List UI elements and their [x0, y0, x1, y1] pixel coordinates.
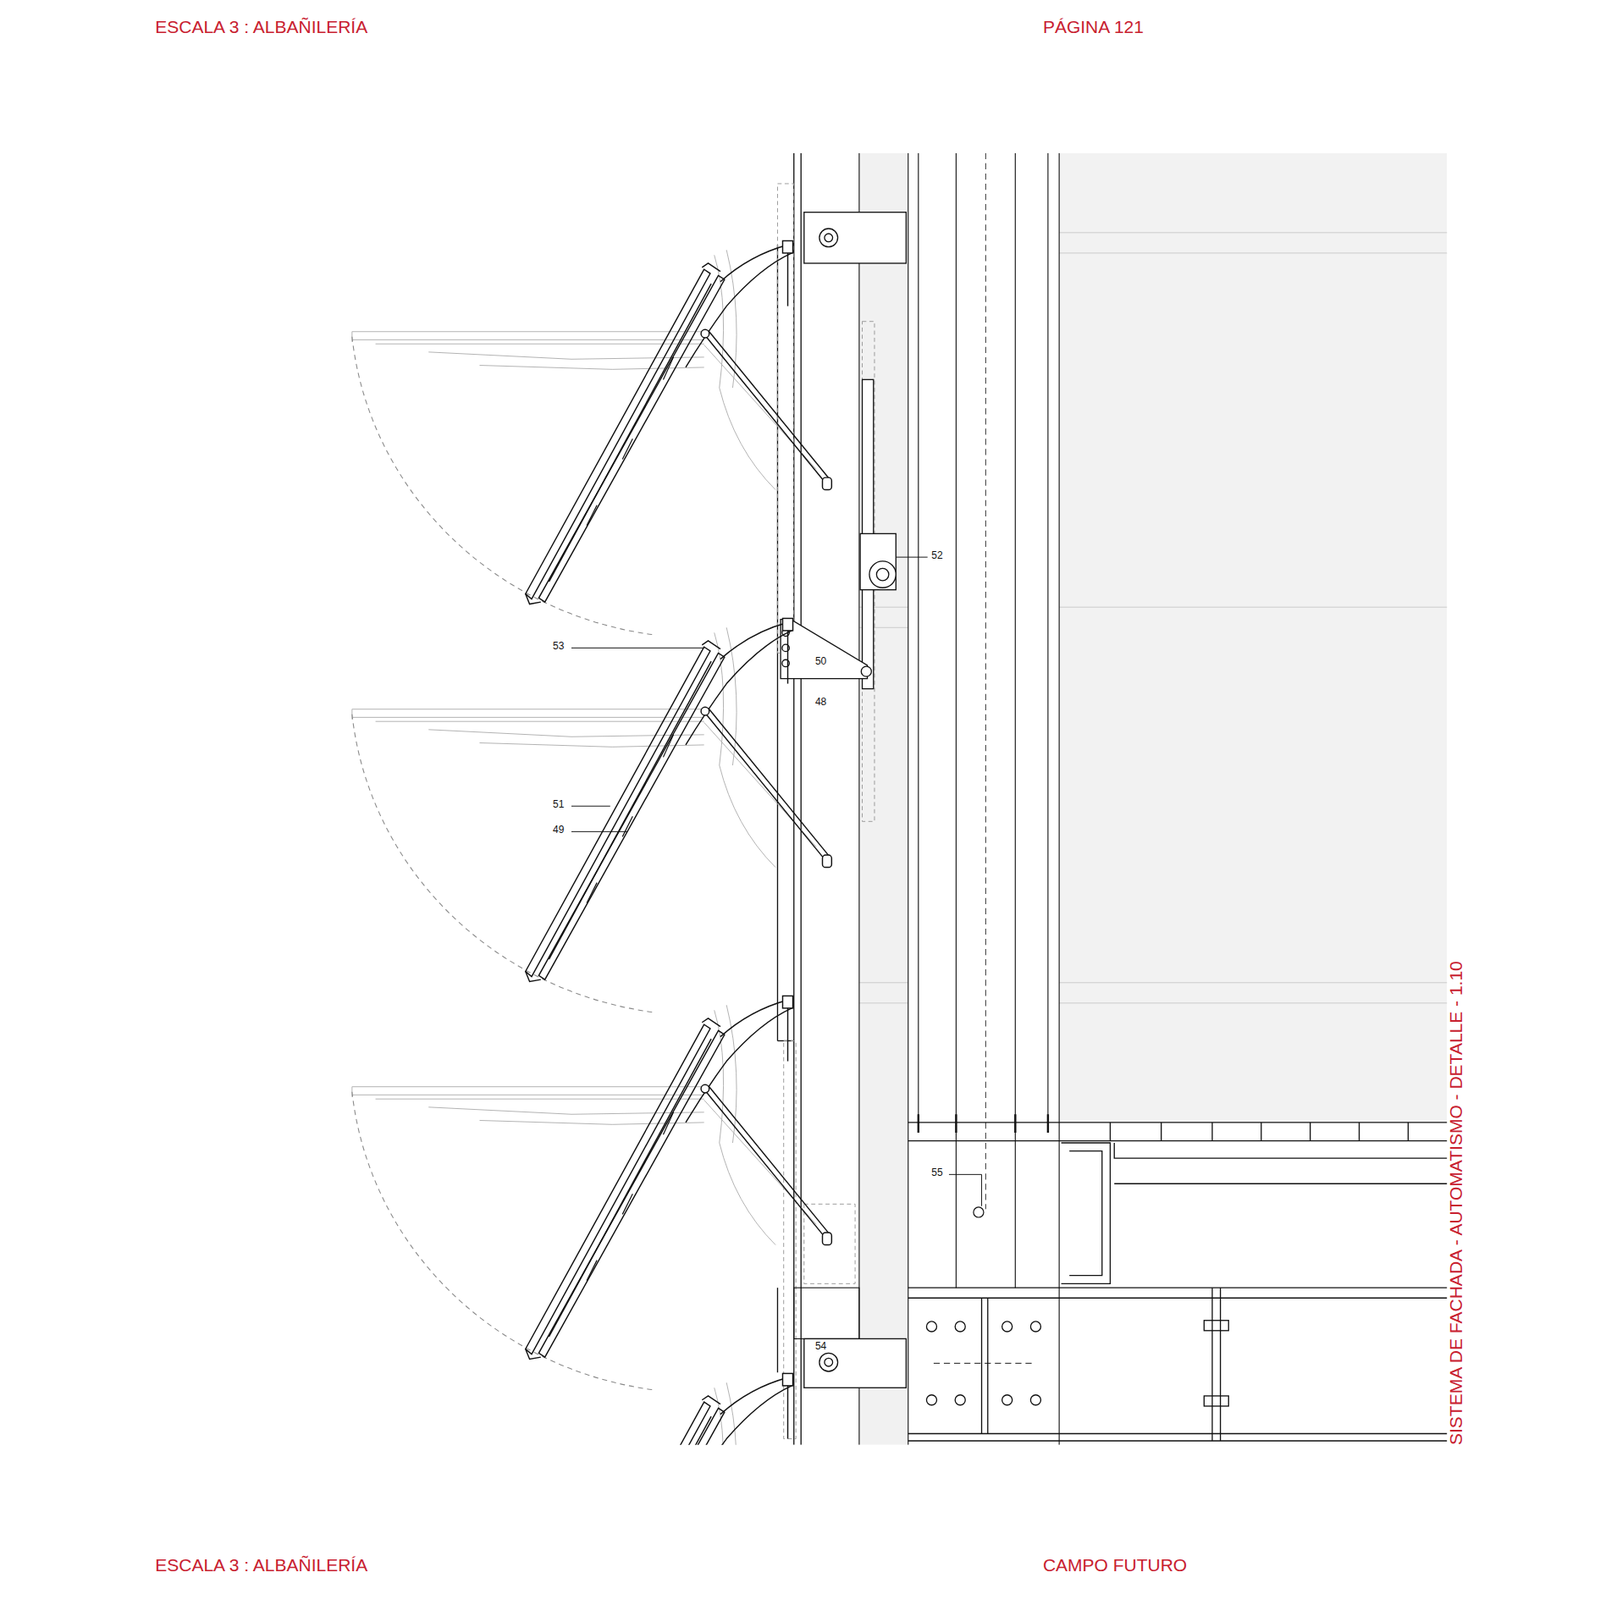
drawing-rect — [804, 212, 907, 264]
drawing-circle — [824, 233, 834, 243]
drawing-circle — [869, 561, 896, 588]
drawing-use — [352, 1373, 833, 1445]
callout-number: 50 — [814, 656, 828, 668]
drawing-line — [917, 153, 919, 1123]
drawing-line — [1059, 252, 1447, 254]
drawing-rect — [859, 153, 909, 1446]
drawing-rect — [1203, 1320, 1229, 1331]
drawing-path — [1061, 1142, 1111, 1284]
drawing-line — [948, 1174, 983, 1176]
drawing-rect — [1059, 153, 1447, 1123]
drawing-circle — [1030, 1395, 1041, 1406]
drawing-line — [908, 1286, 1447, 1288]
drawing-line — [777, 1287, 778, 1373]
drawing-rect — [794, 1287, 860, 1339]
drawing-g — [908, 1114, 1447, 1441]
drawing-line — [1059, 231, 1447, 233]
drawing-g — [571, 557, 983, 1207]
drawing-line — [933, 1362, 1037, 1364]
drawing-g — [859, 153, 1060, 1446]
drawing-circle — [819, 1352, 839, 1372]
drawing-g — [859, 232, 1447, 1004]
drawing-line — [571, 647, 705, 649]
drawing-line — [908, 1297, 1447, 1299]
callout-number: 55 — [930, 1167, 944, 1180]
drawing-line — [1059, 1002, 1447, 1004]
drawing-g — [777, 153, 801, 1446]
drawing-circle — [1002, 1321, 1013, 1332]
callout-number: 54 — [814, 1340, 828, 1353]
drawing-line — [908, 1433, 1447, 1435]
drawing-line — [777, 244, 778, 1041]
drawing-g — [780, 379, 896, 689]
drawing-circle — [819, 228, 839, 248]
drawing-line — [985, 153, 987, 1210]
drawing-line — [1047, 153, 1049, 1123]
drawing-circle — [860, 666, 872, 677]
drawing-line — [907, 153, 909, 1446]
header-text: PÁGINA 121 — [1042, 16, 1144, 38]
drawing-circle — [926, 1395, 937, 1406]
callout-number: 48 — [814, 696, 828, 709]
drawing-g — [352, 153, 1447, 1446]
drawing-rect — [1203, 1395, 1229, 1407]
drawing-circle — [973, 1207, 984, 1218]
drawing-circle — [954, 1395, 966, 1406]
drawing-line — [987, 1297, 988, 1434]
drawing-circle — [1002, 1395, 1013, 1406]
drawing-line — [981, 1297, 983, 1434]
drawing-line — [1059, 606, 1447, 608]
drawing-use — [352, 240, 833, 635]
drawing-circle — [926, 1321, 937, 1332]
header-text: ESCALA 3 : ALBAÑILERÍA — [154, 16, 368, 38]
drawing-line — [800, 153, 802, 1446]
drawing-line — [908, 1121, 1447, 1123]
drawing-line — [571, 831, 628, 833]
drawing-line — [895, 557, 927, 558]
drawing-circle — [824, 1357, 834, 1367]
drawing-use — [352, 995, 833, 1390]
drawing-line — [858, 153, 860, 1446]
drawing-line — [859, 982, 909, 983]
drawing-path — [918, 1114, 1049, 1133]
footer-text: CAMPO FUTURO — [1042, 1555, 1187, 1576]
drawing-line — [1059, 982, 1447, 983]
drawing-line — [1059, 153, 1060, 1446]
drawing-line — [571, 805, 611, 807]
drawing-circle — [876, 568, 889, 580]
callout-number: 49 — [551, 824, 565, 837]
callout-number: 53 — [551, 640, 565, 653]
drawing-rect — [804, 1338, 907, 1388]
callout-number: 51 — [551, 799, 565, 812]
callout-number: 52 — [930, 550, 944, 563]
vertical-title: SISTEMA DE FACHADA - AUTOMATISMO - DETAL… — [1445, 960, 1467, 1446]
footer-text: ESCALA 3 : ALBAÑILERÍA — [154, 1555, 368, 1576]
drawing-line — [908, 1440, 1447, 1441]
drawing-path — [1109, 1122, 1408, 1142]
drawing-line — [859, 1002, 909, 1004]
drawing-path — [780, 619, 867, 679]
drawing-line — [1211, 1287, 1213, 1441]
drawing-line — [1219, 1287, 1221, 1441]
drawing-line — [981, 1174, 983, 1206]
drawing-line — [908, 1140, 1447, 1142]
drawing-circle — [1030, 1321, 1041, 1332]
drawing-use — [352, 617, 833, 1012]
drawing-circle — [954, 1321, 966, 1332]
drawing-rect — [860, 533, 896, 590]
drawing-path — [1114, 1142, 1447, 1184]
